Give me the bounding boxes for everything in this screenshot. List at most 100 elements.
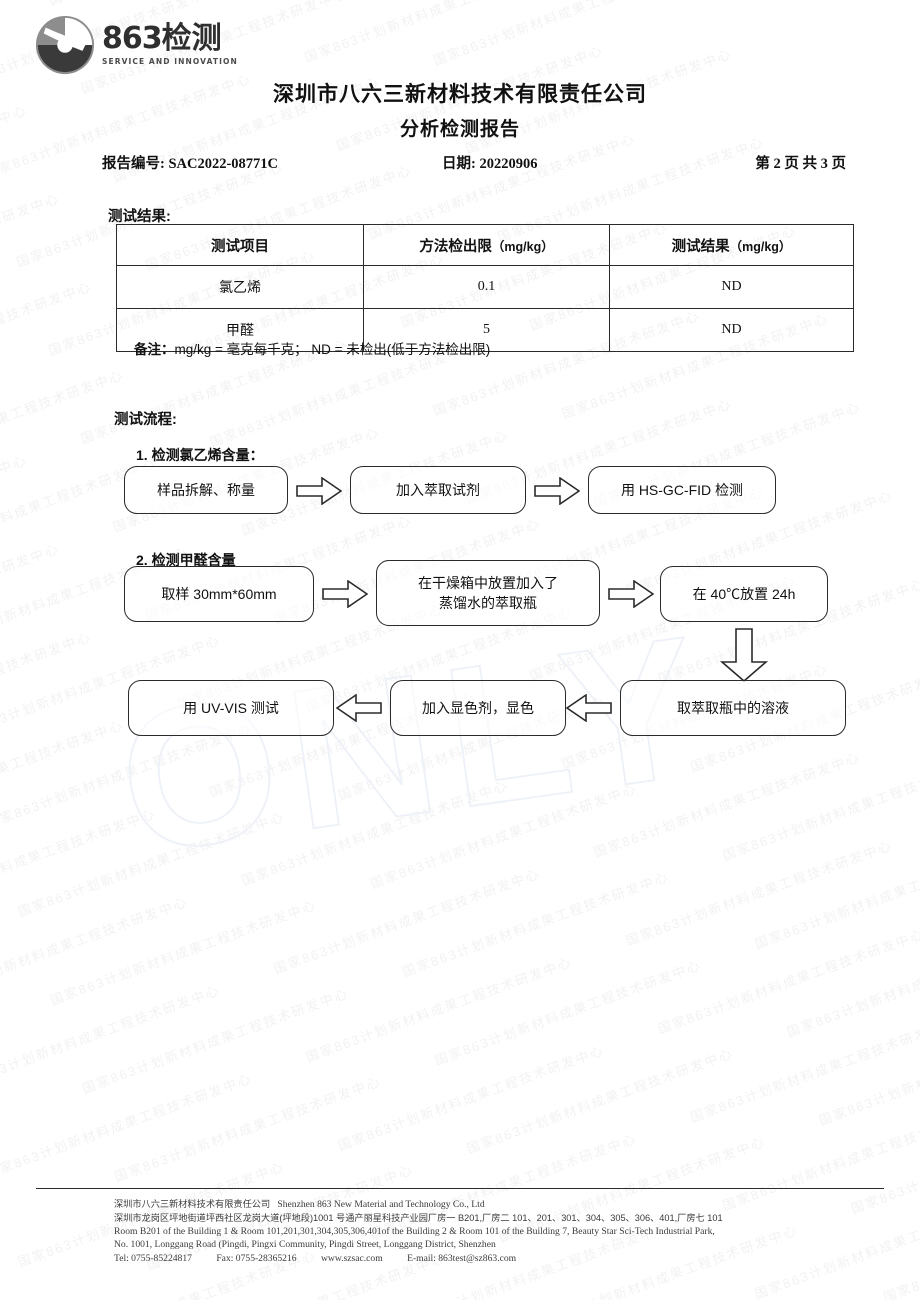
- watermark-text: 国家863计划新材料成果工程技术研发中心: [0, 540, 62, 652]
- table-header-row: 测试项目 方法检出限（mg/kg） 测试结果（mg/kg）: [115, 224, 854, 266]
- watermark-text: 国家863计划新材料成果工程技术研发中心: [0, 278, 94, 390]
- watermark-text: 国家863计划新材料成果工程技术研发中心: [239, 777, 511, 889]
- watermark-text: 国家863计划新材料成果工程技术研发中心: [623, 837, 895, 949]
- footer-divider: [36, 1188, 884, 1189]
- watermark-text: 国家863计划新材料成果工程技术研发中心: [0, 0, 189, 5]
- flow1-box-1: 样品拆解、称量: [124, 466, 288, 514]
- test-results-table: 测试项目 方法检出限（mg/kg） 测试结果（mg/kg） 氯乙烯 0.1 ND…: [115, 224, 854, 352]
- footer-address-en-1: Room B201 of the Building 1 & Room 101,2…: [114, 1225, 715, 1237]
- watermark-text: 国家863计划新材料成果工程技术研发中心: [431, 0, 703, 69]
- report-number: 报告编号: SAC2022-08771C: [102, 152, 442, 173]
- flow2-box-4-label: 取萃取瓶中的溶液: [677, 699, 789, 716]
- table-row: 甲醛 5 ND: [115, 308, 854, 352]
- footer-line-1: 深圳市八六三新材料技术有限责任公司 Shenzhen 863 New Mater…: [114, 1198, 880, 1212]
- watermark-text: 国家863计划新材料成果工程技术研发中心: [913, 1282, 920, 1300]
- watermark-row: 国家863计划新材料成果工程技术研发中心国家863计划新材料成果工程技术研发中心…: [0, 686, 920, 1136]
- watermark-text: 国家863计划新材料成果工程技术研发中心: [0, 452, 30, 564]
- report-date-label: 日期:: [442, 156, 476, 172]
- watermark-text: 国家863计划新材料成果工程技术研发中心: [0, 982, 223, 1094]
- watermark-text: 国家863计划新材料成果工程技术研发中心: [80, 985, 352, 1097]
- flow2-box-3-label: 在 40℃放置 24h: [692, 585, 796, 602]
- watermark-text: 国家863计划新材料成果工程技术研发中心: [271, 865, 543, 977]
- page-number: 第 2 页 共 3 页: [755, 156, 846, 172]
- report-number-label: 报告编号:: [102, 156, 165, 172]
- footer-tel: Tel: 0755-85224817: [114, 1252, 192, 1264]
- report-meta-row: 报告编号: SAC2022-08771C 日期: 20220906 第 2 页 …: [102, 152, 846, 173]
- watermark-row: 国家863计划新材料成果工程技术研发中心国家863计划新材料成果工程技术研发中心…: [0, 731, 920, 1182]
- cell-result: ND: [609, 265, 854, 309]
- flow2-box-4: 取萃取瓶中的溶液: [620, 680, 846, 736]
- watermark-text: 国家863计划新材料成果工程技术研发中心: [432, 957, 704, 1069]
- footer-email[interactable]: E-mail: 863test@sz863.com: [407, 1252, 517, 1264]
- watermark-text: 国家863计划新材料成果工程技术研发中心: [0, 894, 191, 1005]
- footer-block: 深圳市八六三新材料技术有限责任公司 Shenzhen 863 New Mater…: [114, 1198, 880, 1266]
- flow2-box-6: 用 UV-VIS 测试: [128, 680, 334, 736]
- footer-website[interactable]: www.szsac.com: [320, 1252, 383, 1264]
- watermark-text: 国家863计划新材料成果工程技术研发中心: [817, 1017, 920, 1129]
- watermark-text: 国家863计划新材料成果工程技术研发中心: [0, 717, 126, 829]
- flow-section-label: 测试流程:: [114, 412, 177, 428]
- cell-detection-limit: 5: [363, 308, 611, 352]
- flow2-box-6-label: 用 UV-VIS 测试: [183, 699, 279, 716]
- arrow-down-icon: [715, 628, 773, 682]
- circular-pie-logo-icon: [35, 15, 95, 75]
- company-title: 深圳市八六三新材料技术有限责任公司: [273, 83, 647, 106]
- report-title: 分析检测报告: [399, 119, 520, 140]
- flow2-box-5-label: 加入显色剂，显色: [422, 699, 534, 716]
- flow1-box-3: 用 HS-GC-FID 检测: [588, 466, 776, 514]
- column-header-item: 测试项目: [115, 224, 365, 266]
- watermark-text: 国家863计划新材料成果工程技术研发中心: [464, 1045, 736, 1157]
- watermark-text: 国家863计划新材料成果工程技术研发中心: [400, 868, 672, 980]
- column-header-detection-limit: 方法检出限（mg/kg）: [363, 224, 611, 266]
- flow2-box-1-label: 取样 30mm*60mm: [161, 585, 277, 602]
- flow1-box-2: 加入萃取试剂: [350, 466, 526, 514]
- arrow-right-icon: [608, 580, 654, 608]
- report-date-value: 20220906: [479, 156, 538, 172]
- watermark-text: 国家863计划新材料成果工程技术研发中心: [47, 0, 318, 8]
- company-logo: 863检测 SERVICE AND INNOVATION: [34, 14, 238, 76]
- footer-company-en: Shenzhen 863 New Material and Technology…: [277, 1199, 485, 1210]
- flow-part1-label: 1. 检测氯乙烯含量：: [136, 447, 264, 463]
- watermark-text: 国家863计划新材料成果工程技术研发中心: [0, 367, 127, 478]
- flow1-box-2-label: 加入萃取试剂: [396, 481, 480, 498]
- table-footnote-label: 备注：: [134, 342, 175, 357]
- cell-item: 氯乙烯: [115, 265, 365, 309]
- watermark-row: 国家863计划新材料成果工程技术研发中心国家863计划新材料成果工程技术研发中心…: [0, 775, 920, 1225]
- watermark-text: 国家863计划新材料成果工程技术研发中心: [368, 780, 640, 892]
- watermark-text: 国家863计划新材料成果工程技术研发中心: [881, 1194, 920, 1300]
- arrow-left-icon: [566, 694, 612, 722]
- footer-contact-line: Tel: 0755-85224817 Fax: 0755-28365216 ww…: [114, 1252, 880, 1266]
- flow1-box-1-label: 样品拆解、称量: [157, 481, 255, 498]
- cell-item: 甲醛: [115, 308, 365, 352]
- table-row: 氯乙烯 0.1 ND: [115, 265, 854, 309]
- logo-chinese: 检测: [161, 22, 222, 55]
- watermark-row: 国家863计划新材料成果工程技术研发中心国家863计划新材料成果工程技术研发中心…: [113, 1084, 920, 1300]
- cell-result: ND: [609, 308, 854, 352]
- report-date: 日期: 20220906: [442, 152, 755, 173]
- flow2-box-2: 在干燥箱中放置加入了 蒸馏水的萃取瓶: [376, 560, 600, 626]
- footer-address-cn: 深圳市龙岗区坪地街道坪西社区龙岗大道(坪地段)1001 号通产丽星科技产业园厂房…: [114, 1212, 723, 1223]
- arrow-right-icon: [296, 477, 342, 505]
- flow1-box-3-label: 用 HS-GC-FID 检测: [620, 481, 744, 498]
- logo-wordmark: 863检测: [102, 24, 238, 54]
- watermark-text: 国家863计划新材料成果工程技术研发中心: [335, 1042, 607, 1154]
- watermark-text: 国家863计划新材料成果工程技术研发中心: [656, 925, 920, 1037]
- arrow-right-icon: [534, 477, 580, 505]
- flow2-box-5: 加入显色剂，显色: [390, 680, 566, 736]
- watermark-text: 国家863计划新材料成果工程技术研发中心: [15, 808, 287, 920]
- report-number-value: SAC2022-08771C: [168, 156, 279, 172]
- watermark-text: 国家863计划新材料成果工程技术研发中心: [0, 190, 62, 302]
- flow2-box-1: 取样 30mm*60mm: [124, 566, 314, 622]
- footer-fax: Fax: 0755-28365216: [216, 1252, 297, 1264]
- watermark-text: 国家863计划新材料成果工程技术研发中心: [48, 897, 319, 1008]
- column-header-result: 测试结果（mg/kg）: [609, 224, 854, 266]
- watermark-large-text: ONLY: [106, 592, 726, 897]
- table-footnote: 备注：mg/kg = 毫克每千克； ND = 未检出(低于方法检出限): [134, 338, 490, 358]
- flow2-box-2-label: 在干燥箱中放置加入了 蒸馏水的萃取瓶: [418, 574, 558, 611]
- cell-detection-limit: 0.1: [363, 265, 611, 309]
- watermark-text: 国家863计划新材料成果工程技术研发中心: [688, 1014, 920, 1126]
- footer-address-en-2: No. 1001, Longgang Road (Pingdi, Pingxi …: [114, 1239, 496, 1251]
- watermark-row: 国家863计划新材料成果工程技术研发中心国家863计划新材料成果工程技术研发中心…: [0, 598, 920, 1048]
